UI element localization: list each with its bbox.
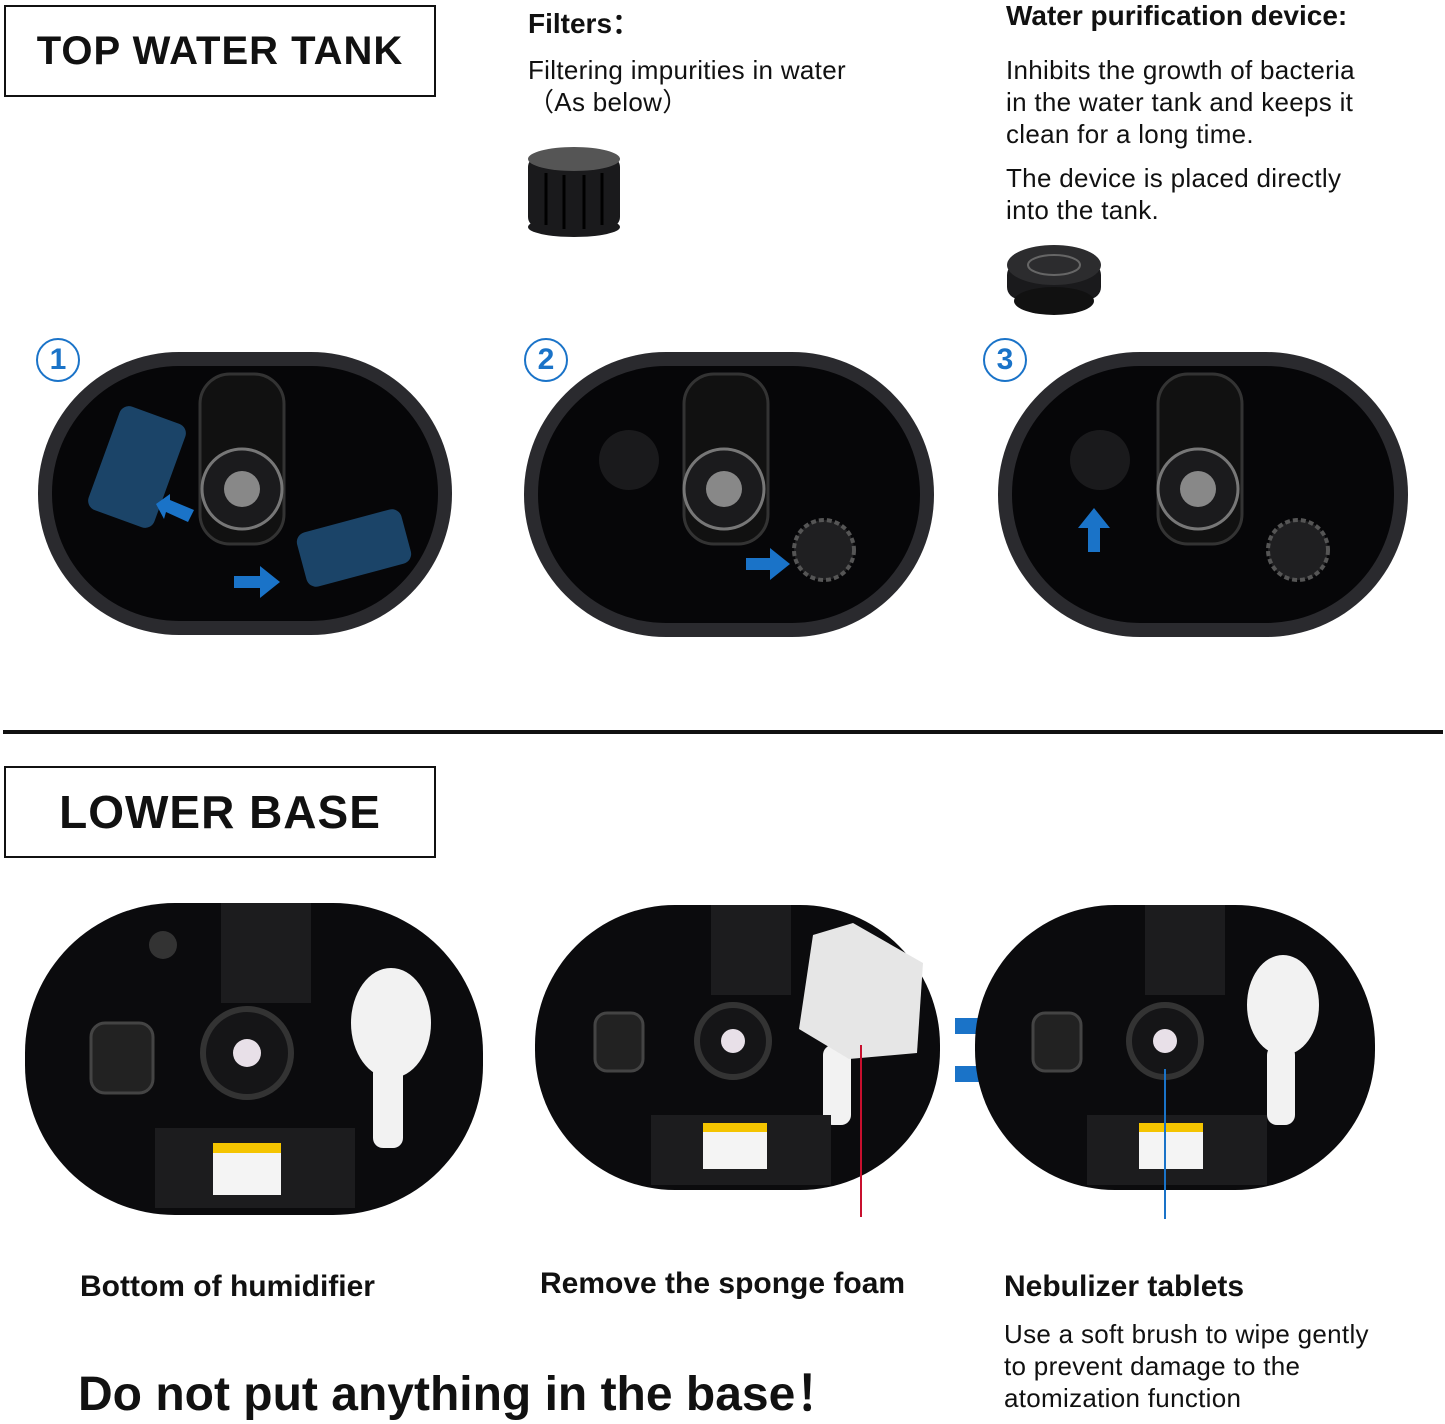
arrow-icon: [1078, 508, 1110, 552]
caption-bottom-of-humidifier: Bottom of humidifier: [80, 1270, 375, 1303]
nebulizer-note: Use a soft brush to wipe gently to preve…: [1004, 1318, 1369, 1414]
arrow-icon: [746, 548, 790, 580]
arrow-icon: [234, 566, 280, 598]
filters-line: Filtering impurities in water: [528, 55, 846, 85]
caption-nebulizer-tablets: Nebulizer tablets: [1004, 1270, 1245, 1303]
caption-remove-sponge: Remove the sponge foam: [540, 1267, 906, 1300]
step-number-1: 1: [36, 338, 80, 382]
base-image-nebulizer: [975, 905, 1375, 1219]
purifier-description: Inhibits the growth of bacteria in the w…: [1006, 54, 1355, 226]
step-number-3: 3: [983, 338, 1027, 382]
base-image-sponge: [535, 905, 940, 1217]
tank-image-step-2: [524, 352, 934, 637]
note-line: Use a soft brush to wipe gently: [1004, 1319, 1369, 1349]
note-line: atomization function: [1004, 1383, 1242, 1413]
top-water-tank-title: TOP WATER TANK: [4, 5, 436, 97]
filter-image: [528, 147, 620, 237]
filters-line: （As below）: [528, 87, 689, 117]
purifier-device-image: [1007, 245, 1101, 315]
purifier-line: in the water tank and keeps it: [1006, 87, 1354, 117]
tank-image-step-3: [998, 352, 1408, 637]
purifier-heading: Water purification device:: [1006, 0, 1348, 31]
purifier-line: clean for a long time.: [1006, 119, 1254, 149]
filters-heading: Filters：: [528, 8, 641, 39]
filters-description: Filtering impurities in water （As below）: [528, 54, 846, 118]
step-number-2: 2: [524, 338, 568, 382]
note-line: to prevent damage to the: [1004, 1351, 1301, 1381]
tank-image-step-1: [38, 352, 452, 635]
purifier-line: The device is placed directly: [1006, 163, 1342, 193]
section-divider: [3, 730, 1443, 734]
purifier-line: into the tank.: [1006, 195, 1160, 225]
warning-text: Do not put anything in the base！: [78, 1368, 844, 1421]
base-image-bottom: [25, 903, 483, 1215]
purifier-line: Inhibits the growth of bacteria: [1006, 55, 1355, 85]
lower-base-title: LOWER BASE: [4, 766, 436, 858]
arrow-icon: [156, 494, 194, 522]
